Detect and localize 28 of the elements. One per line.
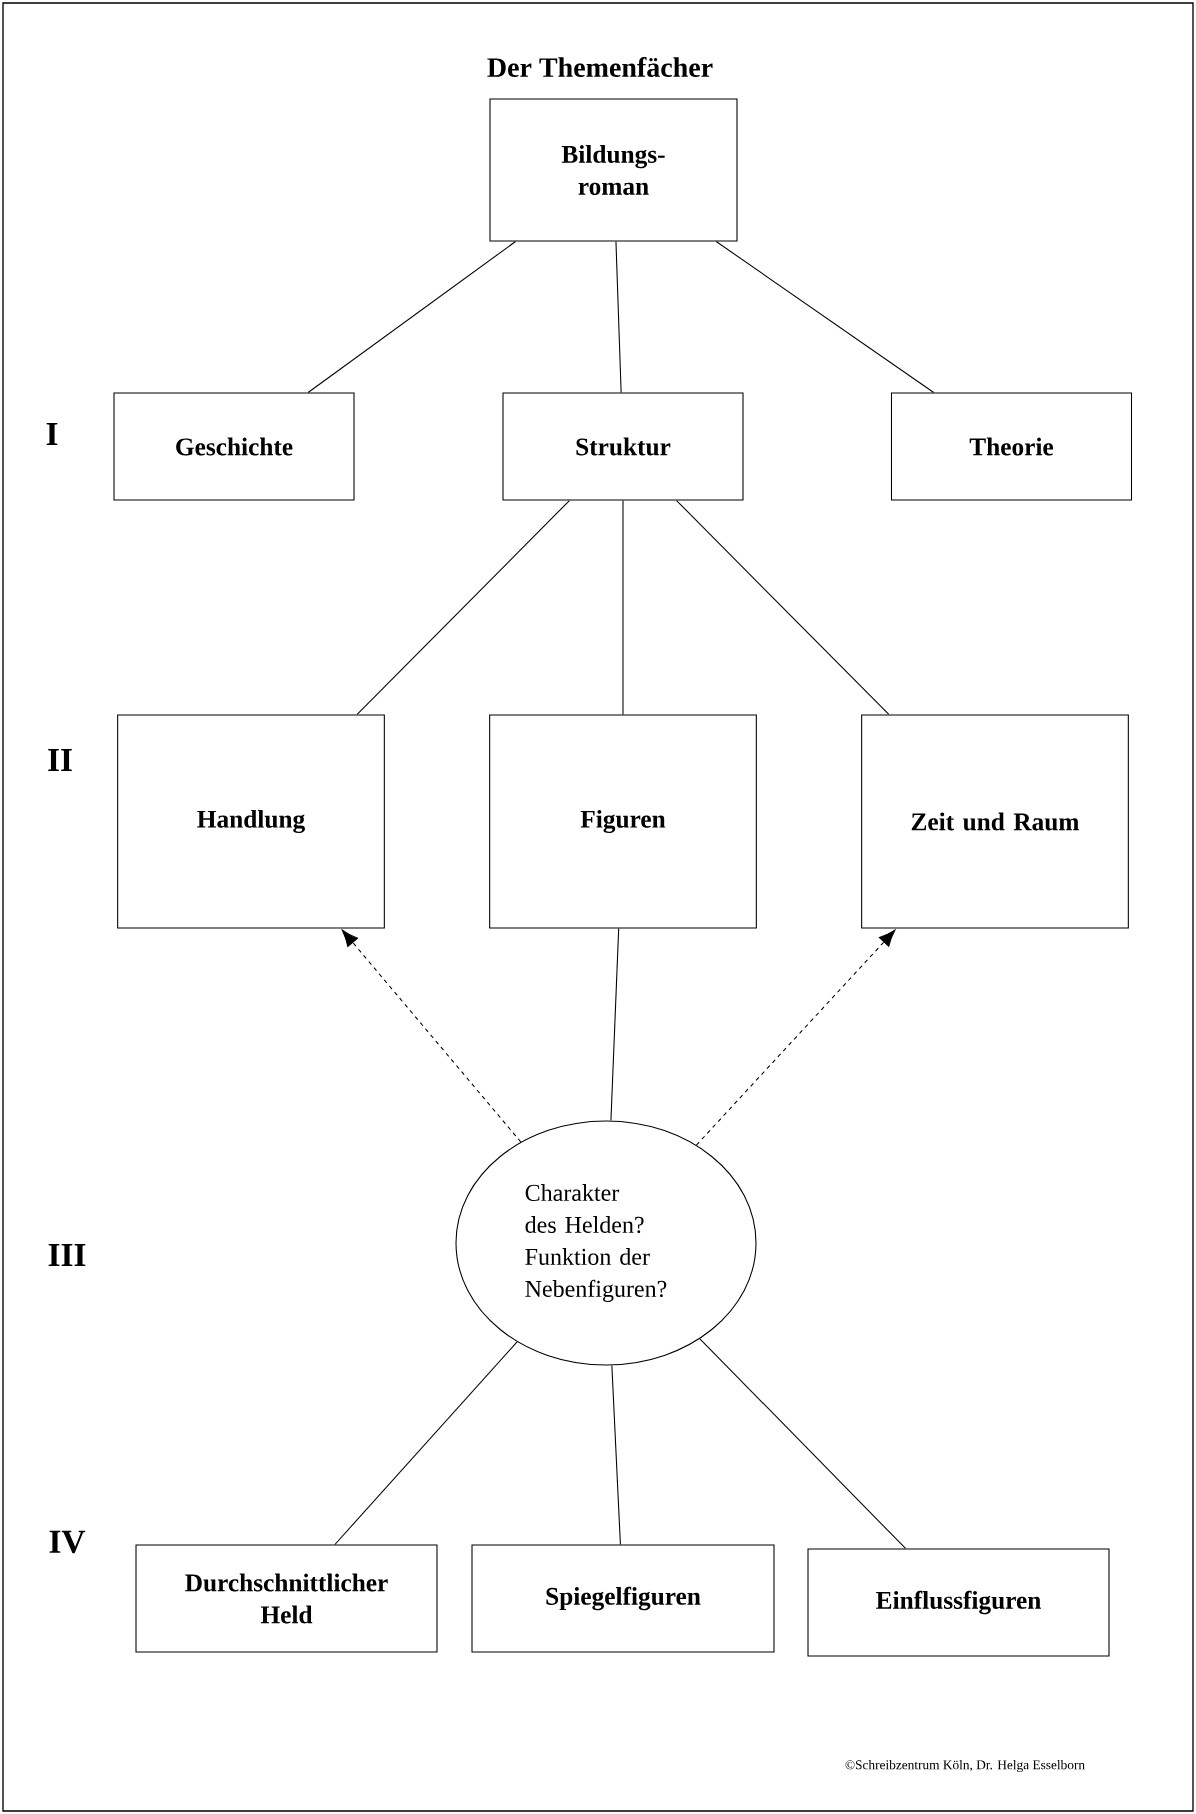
copyright-note: ©Schreibzentrum Köln, Dr. Helga Esselborn (845, 1759, 1085, 1773)
connector-line (356, 500, 570, 715)
process-box: Handlung (117, 714, 385, 929)
connector-line (699, 1338, 907, 1550)
level-numeral: I (46, 423, 58, 445)
connector-line (622, 500, 624, 715)
connector-line (615, 241, 622, 394)
connector-line (334, 1341, 518, 1546)
process-box: Einflussfiguren (807, 1548, 1110, 1657)
connector-line (715, 241, 935, 394)
connector-line (610, 928, 620, 1122)
title: Der Themenfächer (487, 57, 713, 77)
connector-line (676, 500, 890, 715)
process-box: Struktur (502, 392, 744, 501)
level-numeral: II (48, 749, 72, 771)
connector-line (307, 241, 517, 394)
process-box: Spiegelfiguren (471, 1544, 775, 1653)
process-box: Theorie (890, 392, 1133, 501)
process-box: Durchschnittlicher Held (135, 1544, 438, 1653)
process-box: Bildungs- roman (489, 98, 738, 242)
level-numeral: IV (49, 1530, 86, 1554)
level-numeral: III (48, 1244, 86, 1266)
process-box: Figuren (489, 714, 757, 929)
connector-line (611, 1364, 621, 1546)
arrow (695, 929, 896, 1146)
arrow (341, 929, 522, 1143)
process-box: Geschichte (113, 392, 355, 501)
process-box: Zeit und Raum (861, 714, 1129, 929)
